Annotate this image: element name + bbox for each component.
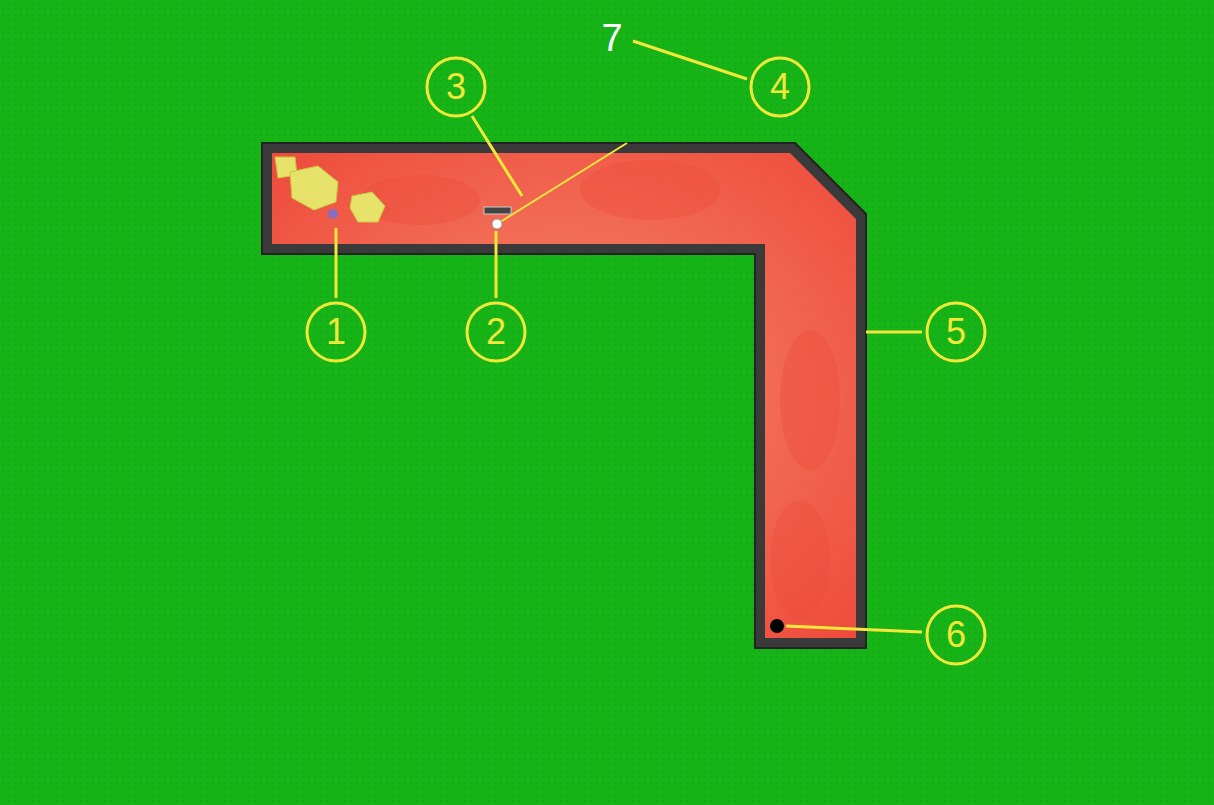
course-surface [272,153,856,638]
start-tee [328,209,338,219]
callout-circle: 1 [305,301,367,363]
callout-circle: 3 [425,56,487,118]
callout-number: 6 [946,617,966,653]
callout-number: 5 [946,314,966,350]
aim-line [497,143,627,224]
course-wall [262,143,866,648]
callout-number: 2 [486,314,506,350]
callout-number: 3 [446,69,466,105]
callout-number: 1 [326,314,346,350]
score-number: 7 [601,19,622,57]
hole-cup [770,619,784,633]
player-tag [484,207,511,214]
callout-circle: 4 [749,56,811,118]
surface-texture [360,160,840,620]
sand-trap [275,157,385,222]
leader-lines [336,41,922,632]
golf-ball [492,219,502,229]
callout-circle: 6 [925,604,987,666]
callout-circle: 2 [465,301,527,363]
callout-number: 4 [770,69,790,105]
callout-circle: 5 [925,301,987,363]
